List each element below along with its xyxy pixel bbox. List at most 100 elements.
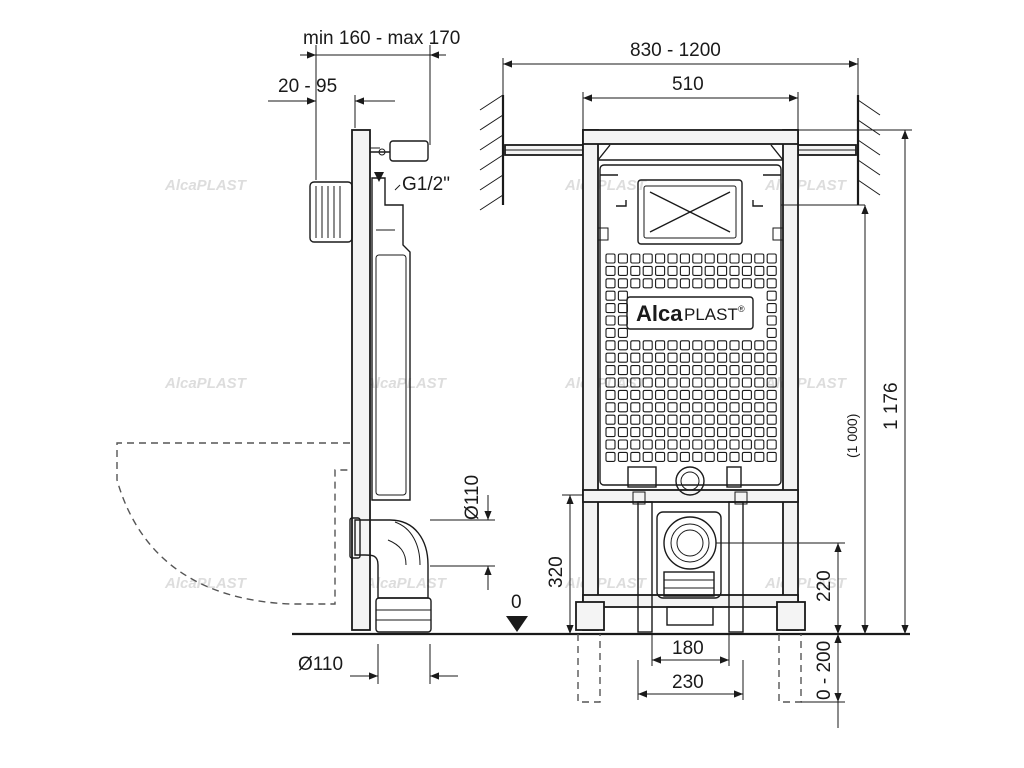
frame-profile-side: [351, 129, 371, 631]
grid-cell: [679, 253, 690, 264]
grid-cell: [642, 278, 653, 289]
grid-cell: [667, 365, 678, 376]
grid-cell: [679, 439, 690, 450]
grid-cell: [630, 365, 641, 376]
water-inlet: [389, 140, 429, 162]
dim-outlet-220: 220: [814, 570, 835, 602]
grid-cell: [766, 402, 777, 413]
drain-pipe-front: [663, 516, 717, 570]
grid-cell: [630, 439, 641, 450]
brand-registered: ®: [738, 304, 745, 314]
grid-cell: [704, 253, 715, 264]
watermark: AlcaPLAST: [164, 177, 248, 194]
grid-cell: [617, 451, 628, 462]
grid-cell: [717, 340, 728, 351]
grid-cell: [667, 377, 678, 388]
grid-cell: [692, 253, 703, 264]
grid-cell: [754, 402, 765, 413]
grid-cell: [692, 439, 703, 450]
grid-cell: [617, 340, 628, 351]
grid-cell: [692, 265, 703, 276]
grid-cell: [741, 265, 752, 276]
dim-leg-range: 0 - 200: [814, 641, 835, 700]
dim-pipe-dia-bottom: Ø110: [298, 654, 343, 675]
grid-cell: [717, 278, 728, 289]
grid-cell: [692, 451, 703, 462]
grid-cell: [704, 352, 715, 363]
flush-plate-side: [309, 181, 353, 243]
watermark: AlcaPLAST: [364, 575, 448, 592]
grid-cell: [655, 377, 666, 388]
grid-cell: [655, 451, 666, 462]
grid-cell: [679, 352, 690, 363]
grid-cell: [754, 265, 765, 276]
grid-cell: [729, 402, 740, 413]
grid-cell: [692, 402, 703, 413]
grid-cell: [617, 402, 628, 413]
grid-cell: [704, 377, 715, 388]
grid-cell: [729, 377, 740, 388]
grid-cell: [741, 253, 752, 264]
grid-cell: [642, 253, 653, 264]
grid-cell: [704, 439, 715, 450]
grid-cell: [667, 352, 678, 363]
dim-feet-230: 230: [672, 672, 704, 693]
grid-cell: [667, 402, 678, 413]
grid-cell: [630, 352, 641, 363]
grid-cell: [605, 290, 616, 301]
grid-cell: [617, 278, 628, 289]
grid-cell: [717, 427, 728, 438]
grid-cell: [667, 451, 678, 462]
grid-cell: [605, 315, 616, 326]
grid-cell: [717, 352, 728, 363]
grid-cell: [667, 427, 678, 438]
grid-cell: [754, 414, 765, 425]
grid-cell: [754, 377, 765, 388]
grid-cell: [679, 427, 690, 438]
cistern-side: [371, 177, 411, 501]
grid-cell: [655, 402, 666, 413]
grid-cell: [729, 265, 740, 276]
grid-cell: [692, 414, 703, 425]
grid-cell: [667, 340, 678, 351]
grid-cell: [617, 327, 628, 338]
grid-cell: [729, 340, 740, 351]
grid-cell: [642, 439, 653, 450]
grid-cell: [766, 427, 777, 438]
grid-cell: [704, 389, 715, 400]
grid-cell: [754, 427, 765, 438]
grid-cell: [605, 377, 616, 388]
grid-cell: [679, 377, 690, 388]
grid-cell: [717, 439, 728, 450]
grid-cell: [655, 352, 666, 363]
grid-cell: [667, 414, 678, 425]
grid-cell: [642, 340, 653, 351]
grid-cell: [704, 365, 715, 376]
grid-cell: [729, 253, 740, 264]
grid-cell: [617, 315, 628, 326]
dim-floor-zero: 0: [511, 592, 522, 613]
dim-depth-range: min 160 - max 170: [303, 28, 460, 49]
grid-cell: [766, 377, 777, 388]
side-dimensions: min 160 - max 170 20 - 95 G1/2" Ø110 Ø11…: [268, 28, 528, 684]
grid-cell: [679, 451, 690, 462]
grid-cell: [605, 278, 616, 289]
grid-cell: [754, 365, 765, 376]
grid-cell: [766, 451, 777, 462]
dim-width-frame: 510: [672, 74, 704, 95]
grid-cell: [754, 352, 765, 363]
grid-cell: [766, 278, 777, 289]
grid-cell: [766, 327, 777, 338]
dim-pipe-dia-right: Ø110: [462, 475, 483, 520]
grid-cell: [679, 340, 690, 351]
grid-cell: [667, 439, 678, 450]
grid-cell: [630, 427, 641, 438]
grid-cell: [617, 290, 628, 301]
grid-cell: [692, 377, 703, 388]
grid-cell: [741, 451, 752, 462]
grid-cell: [642, 414, 653, 425]
grid-cell: [642, 427, 653, 438]
dim-depth-adjust: 20 - 95: [278, 76, 337, 97]
grid-cell: [630, 451, 641, 462]
